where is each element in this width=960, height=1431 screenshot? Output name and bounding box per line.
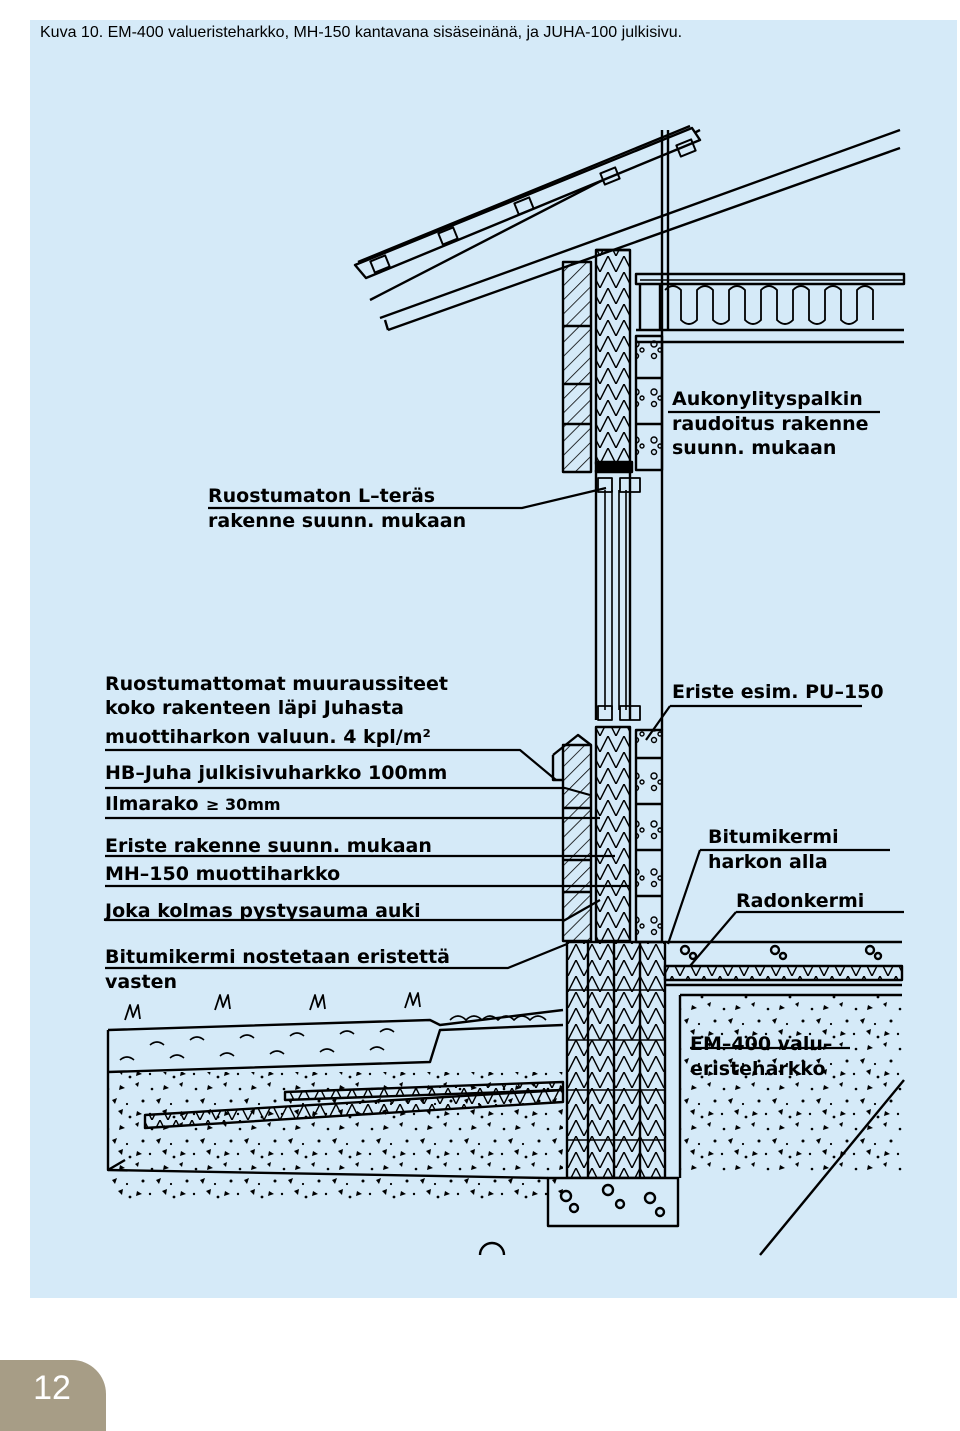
figure-caption: Kuva 10. EM-400 valueristeharkko, MH-150… — [40, 24, 683, 41]
label-l-teras-2: rakenne suunn. mukaan — [208, 510, 466, 532]
label-siteet-2: koko rakenteen läpi Juhasta — [105, 697, 404, 719]
wall-section-diagram: Aukonylityspalkin raudoitus rakenne suun… — [103, 124, 906, 1256]
label-aukonylitys-3: suunn. mukaan — [672, 437, 836, 459]
label-mh150: MH–150 muottiharkko — [105, 863, 340, 885]
label-em400-2: eristeharkko — [690, 1058, 826, 1080]
page-number: 12 — [33, 1369, 71, 1407]
facade-brick-wall — [551, 260, 593, 943]
label-pystysauma: Joka kolmas pystysauma auki — [103, 900, 421, 922]
label-hb-juha: HB–Juha julkisivuharkko 100mm — [105, 762, 447, 784]
mh150-block-column — [634, 334, 664, 944]
ground — [106, 992, 565, 1256]
label-em400-1: EM–400 valu– — [690, 1033, 832, 1055]
label-aukonylitys-1: Aukonylityspalkin — [672, 388, 863, 410]
label-bitumikermi-alla-2: harkon alla — [708, 851, 828, 873]
label-aukonylitys-2: raudoitus rakenne — [672, 413, 869, 435]
label-bitumikermi-nost-2: vasten — [105, 971, 177, 993]
ceiling-insulation — [634, 272, 906, 344]
label-eriste-pu150: Eriste esim. PU–150 — [672, 681, 884, 703]
label-bitumikermi-alla-1: Bitumikermi — [708, 826, 839, 848]
floor-slab — [663, 940, 905, 1256]
label-ilmarako: Ilmarako — [105, 793, 199, 815]
label-radonkermi: Radonkermi — [736, 890, 864, 912]
page-number-tab — [0, 1360, 106, 1431]
label-siteet-3: muottiharkon valuun. 4 kpl/m² — [105, 726, 431, 748]
label-eriste-rakenne: Eriste rakenne suunn. mukaan — [105, 835, 432, 857]
label-l-teras-1: Ruostumaton L–teräs — [208, 485, 435, 507]
roof-structure — [353, 124, 901, 470]
wall-insulation — [594, 248, 632, 943]
leader-lines — [105, 410, 904, 1050]
label-bitumikermi-nost-1: Bitumikermi nostetaan eristettä — [105, 946, 450, 968]
label-siteet-1: Ruostumattomat muuraussiteet — [105, 673, 448, 695]
window-opening — [594, 460, 664, 730]
em400-foundation — [546, 940, 680, 1228]
label-ilmarako-value: ≥ 30mm — [206, 795, 281, 814]
diagram-labels: Aukonylityspalkin raudoitus rakenne suun… — [103, 388, 884, 1080]
